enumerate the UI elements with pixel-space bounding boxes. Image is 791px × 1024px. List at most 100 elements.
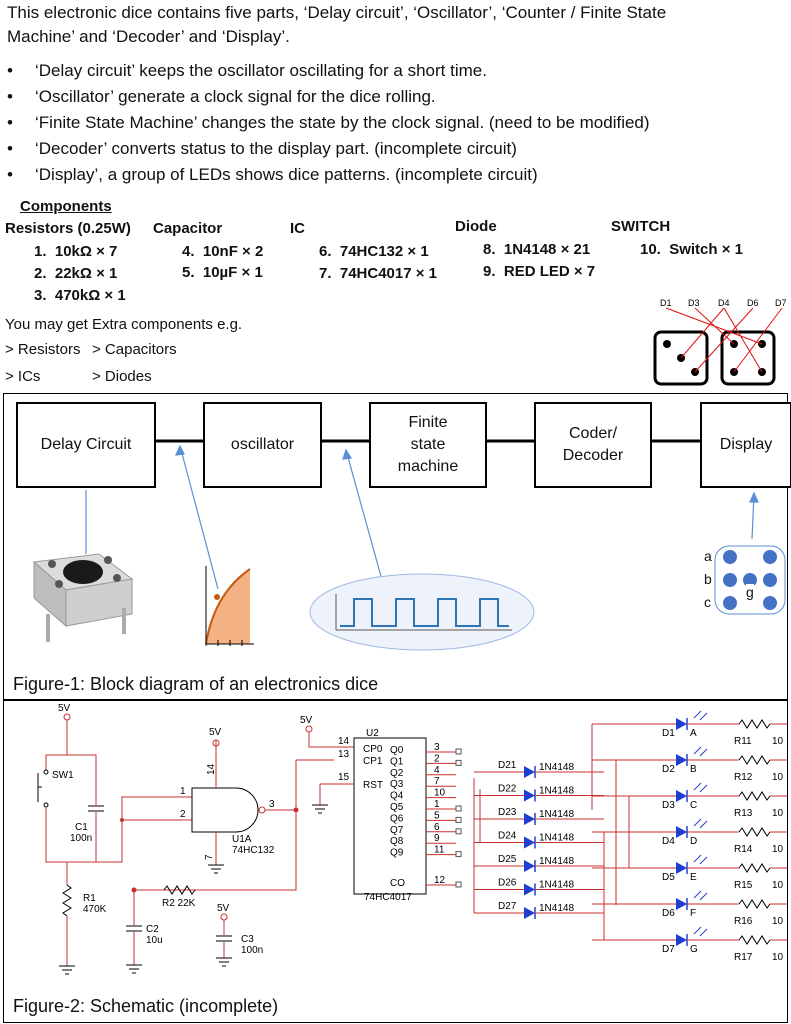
resistor-value: 10 — [772, 808, 784, 819]
svg-text:100n: 100n — [70, 833, 92, 844]
svg-text:R1: R1 — [83, 893, 96, 904]
comp-item-8: 8. 1N4148 × 21 — [483, 241, 591, 258]
svg-text:100n: 100n — [241, 945, 263, 956]
resistor-symbol — [738, 899, 771, 909]
comp-item-6: 6. 74HC132 × 1 — [319, 243, 429, 260]
diode-part-label: 1N4148 — [539, 833, 574, 844]
dice-label-d3: D3 — [688, 298, 700, 308]
svg-text:5V: 5V — [300, 715, 313, 726]
svg-text:U2: U2 — [366, 728, 379, 739]
extra-capacitors: > Capacitors — [92, 341, 177, 358]
diode-symbol — [524, 860, 535, 872]
led-segment: F — [690, 908, 696, 919]
diode-label: D27 — [498, 901, 517, 912]
diode-label: D23 — [498, 807, 517, 818]
dice-label-d7: D7 — [775, 298, 787, 308]
diode-part-label: 1N4148 — [539, 880, 574, 891]
svg-text:13: 13 — [338, 749, 350, 760]
clock-wave-image — [309, 573, 535, 651]
resistor-label: R14 — [734, 844, 753, 855]
u2-output-label: Q8 — [390, 836, 404, 847]
diode-label: D26 — [498, 878, 517, 889]
led-symbol — [676, 718, 687, 730]
dot-label-c: c — [704, 594, 711, 610]
led-label: D5 — [662, 872, 675, 883]
svg-text:5V: 5V — [217, 903, 230, 914]
svg-text:1: 1 — [180, 786, 186, 797]
col-diode: Diode — [455, 218, 497, 235]
unconnected-pin — [455, 805, 462, 812]
svg-text:5V: 5V — [58, 703, 71, 714]
led-symbol — [676, 898, 687, 910]
svg-text:470K: 470K — [83, 904, 107, 915]
dice-illustration: D1 D3 D4 D6 D7 — [653, 298, 787, 386]
u2-output-label: CO — [390, 878, 405, 889]
u2-output-pin: 9 — [434, 833, 440, 844]
bullet-delay: ‘Delay circuit’ keeps the oscillator osc… — [7, 59, 487, 82]
u2-output-label: Q3 — [390, 779, 404, 790]
svg-text:3: 3 — [269, 799, 275, 810]
resistor-symbol — [738, 827, 771, 837]
col-ic: IC — [290, 220, 305, 237]
led-segment: B — [690, 764, 697, 775]
resistor-value: 10 — [772, 916, 784, 927]
svg-text:7: 7 — [204, 854, 215, 860]
diode-symbol — [524, 907, 535, 919]
svg-text:U1A: U1A — [232, 834, 252, 845]
col-capacitor: Capacitor — [153, 220, 223, 237]
schematic: 5V SW1 C1 100n R1 470K 1 2 5V 14 7 U1A 7… — [37, 703, 787, 975]
diode-label: D21 — [498, 760, 517, 771]
unconnected-pin — [455, 748, 462, 755]
resistor-symbol — [738, 719, 771, 729]
diode-part-label: 1N4148 — [539, 786, 574, 797]
u2-output-pin: 6 — [434, 822, 440, 833]
figure-2: 5V SW1 C1 100n R1 470K 1 2 5V 14 7 U1A 7… — [3, 699, 788, 1023]
dot-label-b: b — [704, 571, 712, 587]
diode-symbol — [524, 813, 535, 825]
svg-text:5V: 5V — [209, 727, 222, 738]
resistor-label: R17 — [734, 952, 753, 963]
unconnected-pin — [455, 881, 462, 888]
pushbutton-image — [32, 553, 134, 642]
diode-label: D22 — [498, 784, 517, 795]
u2-output-pin: 7 — [434, 776, 440, 787]
comp-item-10: 10. Switch × 1 — [640, 241, 743, 258]
block-decoder: Coder/ Decoder — [534, 402, 652, 488]
resistor-value: 10 — [772, 736, 784, 747]
resistor-label: R12 — [734, 772, 753, 783]
block-oscillator: oscillator — [203, 402, 322, 488]
u2-output-label: Q5 — [390, 802, 404, 813]
u2-output-pin: 2 — [434, 753, 440, 764]
svg-text:2: 2 — [180, 809, 186, 820]
diode-symbol — [524, 883, 535, 896]
unconnected-pin — [455, 816, 462, 823]
resistor-value: 10 — [772, 772, 784, 783]
resistor-label: R13 — [734, 808, 753, 819]
u2-output-pin: 5 — [434, 810, 440, 821]
led-label: D6 — [662, 908, 675, 919]
u2-output-pin: 4 — [434, 765, 440, 776]
led-symbol — [676, 934, 687, 946]
block-delay-circuit: Delay Circuit — [16, 402, 156, 488]
sw1-label: SW1 — [52, 770, 74, 781]
unconnected-pin — [455, 759, 462, 766]
svg-text:C2: C2 — [146, 924, 159, 935]
comp-item-9: 9. RED LED × 7 — [483, 263, 596, 280]
dot-label-g: g — [746, 584, 754, 600]
svg-text:10u: 10u — [146, 935, 163, 946]
led-label: D7 — [662, 944, 675, 955]
unconnected-pin — [455, 851, 462, 858]
diode-part-label: 1N4148 — [539, 762, 574, 773]
extra-resistors: > Resistors — [5, 341, 81, 358]
extra-ics: > ICs — [5, 368, 41, 385]
comp-item-7: 7. 74HC4017 × 1 — [319, 265, 438, 282]
led-segment: C — [690, 800, 697, 811]
comp-item-2: 2. 22kΩ × 1 — [34, 265, 118, 282]
display-dots — [714, 545, 786, 615]
svg-text:14: 14 — [206, 763, 217, 775]
block-fsm: Finite state machine — [369, 402, 487, 488]
comp-item-5: 5. 10µF × 1 — [182, 264, 263, 281]
resistor-symbol — [738, 863, 771, 873]
resistor-label: R15 — [734, 880, 753, 891]
dice-label-d4: D4 — [718, 298, 730, 308]
